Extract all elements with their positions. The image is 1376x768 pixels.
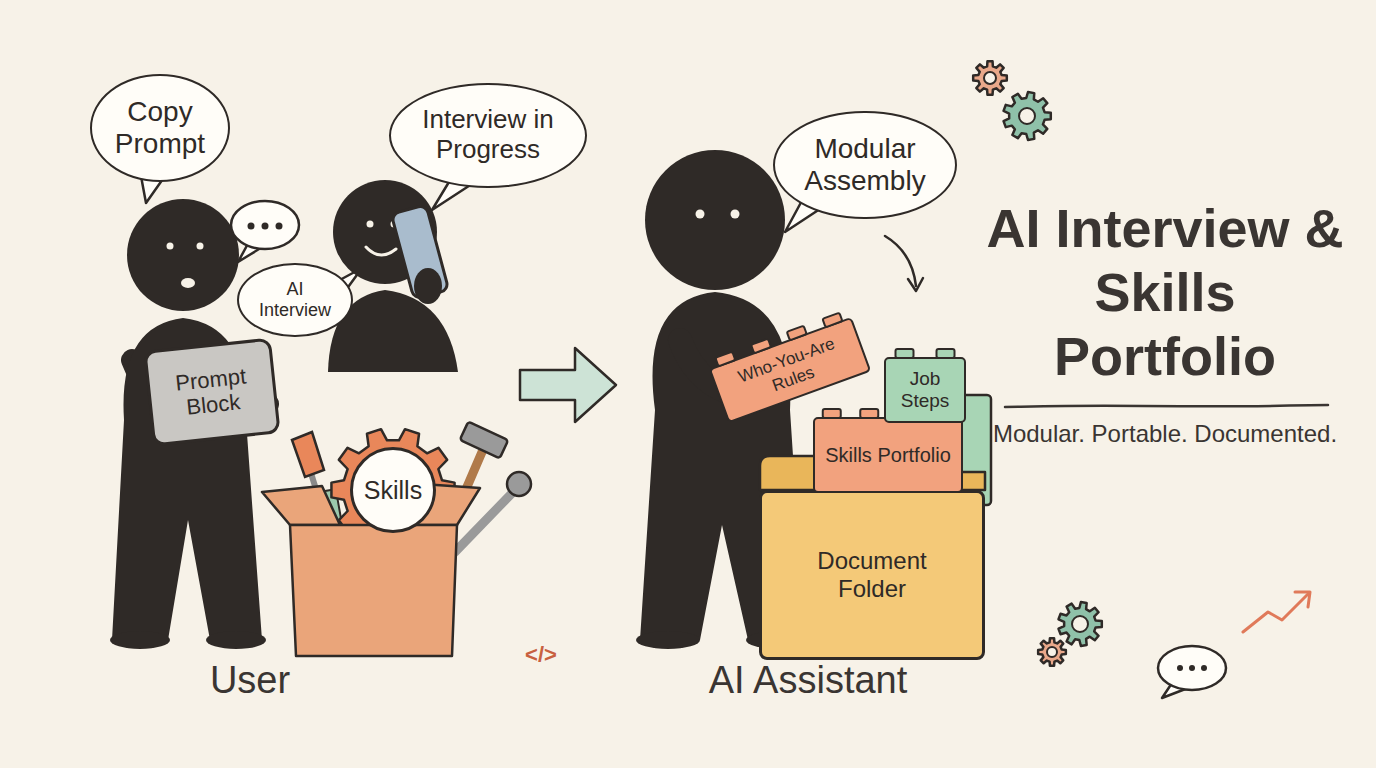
typing-dot bbox=[1177, 665, 1183, 671]
node-text: Job Steps bbox=[889, 368, 961, 412]
document-folder: Document Folder bbox=[759, 490, 985, 660]
gear-hole bbox=[1019, 108, 1035, 124]
speech-bubble: Interview in Progress bbox=[389, 83, 586, 188]
node-text: Copy Prompt bbox=[102, 96, 217, 160]
screwdriver-handle bbox=[292, 432, 324, 477]
gear-hole bbox=[984, 72, 996, 84]
hammer-head bbox=[460, 422, 508, 459]
transition-arrow bbox=[520, 348, 616, 422]
role-label: User bbox=[210, 659, 290, 702]
node-text: Skills bbox=[364, 476, 422, 505]
typing-dot bbox=[276, 223, 283, 230]
brick-stud bbox=[936, 349, 954, 358]
gear-hole bbox=[1072, 616, 1088, 632]
node-text: Modular Assembly bbox=[785, 133, 945, 197]
gear-teeth bbox=[1004, 92, 1051, 140]
node-text: Interview in Progress bbox=[413, 105, 563, 165]
figure-hand bbox=[414, 268, 442, 304]
text-group: Interview in Progress bbox=[413, 105, 563, 165]
figure-eye bbox=[696, 210, 705, 219]
brick-stud bbox=[822, 409, 840, 418]
brick-stud bbox=[860, 409, 878, 418]
gear-icon bbox=[973, 61, 1007, 95]
figure-foot bbox=[206, 631, 266, 649]
gear-teeth bbox=[1059, 602, 1102, 646]
speech-bubble: AI Interview bbox=[237, 263, 352, 337]
role-label: AI Assistant bbox=[709, 659, 908, 702]
brick-stud bbox=[935, 409, 953, 418]
wrench-head bbox=[507, 472, 531, 496]
typing-bubble bbox=[231, 201, 299, 249]
phone-figure bbox=[328, 180, 458, 372]
brick-stud bbox=[822, 312, 842, 327]
typing-dot bbox=[1201, 665, 1207, 671]
brick-stud bbox=[715, 351, 735, 366]
figure-eye bbox=[731, 210, 740, 219]
brick-stud bbox=[897, 409, 915, 418]
text-group: Skills bbox=[364, 476, 422, 505]
gear-teeth bbox=[973, 61, 1007, 95]
figure-head bbox=[127, 199, 239, 311]
figure-head bbox=[645, 150, 785, 290]
gear-icon bbox=[1059, 602, 1102, 646]
title: AI Interview & Skills Portfolio bbox=[985, 196, 1345, 388]
figure-foot bbox=[636, 631, 700, 649]
lego-brick: Skills Portfolio bbox=[813, 417, 963, 493]
text-group: Document Folder bbox=[782, 547, 962, 602]
typing-dot bbox=[248, 223, 255, 230]
caption: Modular. Portable. Documented. bbox=[985, 418, 1345, 449]
gear-hole bbox=[1047, 647, 1057, 657]
node-text: Document Folder bbox=[782, 547, 962, 602]
speech-bubble: Copy Prompt bbox=[90, 74, 231, 183]
figure-eye bbox=[197, 243, 204, 250]
lego-brick: Job Steps bbox=[884, 357, 966, 423]
tablet: Prompt Block bbox=[143, 338, 280, 447]
gear-icon bbox=[1004, 92, 1051, 140]
figure-foot bbox=[110, 631, 170, 649]
text-group: Copy Prompt bbox=[102, 96, 217, 160]
brick-studs bbox=[884, 357, 966, 423]
title-underline bbox=[1005, 405, 1328, 407]
curved-arrow bbox=[885, 236, 916, 286]
typing-dot bbox=[262, 223, 269, 230]
text-group: AI Interview bbox=[250, 279, 340, 320]
node-text: Skills Portfolio bbox=[825, 444, 951, 467]
figure-eye bbox=[367, 221, 374, 228]
typing-dot bbox=[1189, 665, 1195, 671]
gear-icon bbox=[1038, 638, 1066, 666]
node-text: Prompt Block bbox=[155, 361, 270, 423]
text-group: Skills Portfolio bbox=[825, 444, 951, 467]
growth-arrow bbox=[1243, 594, 1308, 632]
text-group: Modular Assembly bbox=[785, 133, 945, 197]
box-flap bbox=[262, 486, 340, 525]
brick-stud bbox=[895, 349, 913, 358]
speech-bubble: Modular Assembly bbox=[773, 111, 956, 220]
figure-mouth bbox=[181, 278, 195, 288]
brick-stud bbox=[786, 325, 806, 340]
text-group: Job Steps bbox=[889, 368, 961, 412]
arrow-head bbox=[908, 278, 923, 291]
gear-teeth bbox=[1038, 638, 1066, 666]
figure-eye bbox=[167, 243, 174, 250]
node-text: AI Interview bbox=[250, 279, 340, 320]
chat-icon bbox=[1158, 646, 1226, 690]
arrow-head bbox=[1295, 592, 1310, 607]
code-symbol: </> bbox=[525, 642, 557, 668]
brick-stud bbox=[750, 338, 770, 353]
figure-smile bbox=[366, 247, 396, 255]
text-group: Prompt Block bbox=[155, 361, 270, 423]
box-front bbox=[290, 525, 457, 656]
